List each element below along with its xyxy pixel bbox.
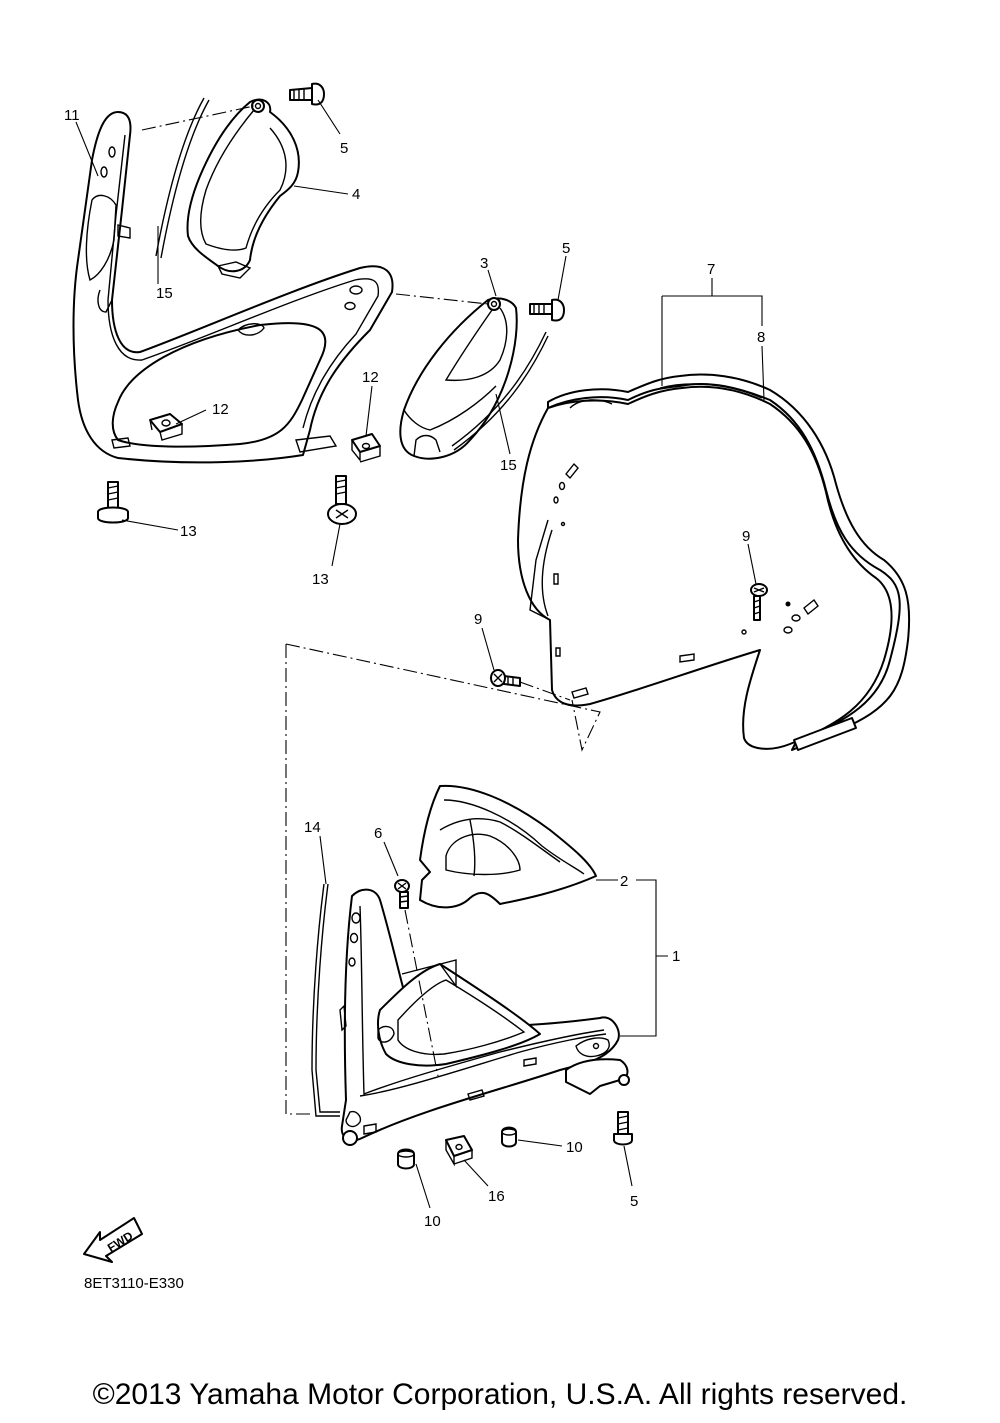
screw-part-5-top: [289, 82, 325, 106]
inner-panel-part-4: [186, 98, 300, 279]
assembly-line-upper-left: [141, 105, 255, 131]
diagram-code: 8ET3110-E330: [84, 1275, 184, 1292]
leader-lines: [75, 99, 765, 1209]
callout-13-left: 13: [180, 523, 197, 540]
duct-part-3: [399, 297, 518, 460]
seal-strip-part-14: [311, 883, 340, 1117]
clip-nut-part-16: [445, 1135, 473, 1167]
callout-10-left: 10: [424, 1213, 441, 1230]
assembly-line-screw-9: [519, 681, 571, 701]
callout-2: 2: [620, 873, 628, 890]
callout-8: 8: [757, 329, 765, 346]
assembly-line-windshield: [285, 643, 601, 752]
callout-5-bottom: 5: [630, 1193, 638, 1210]
callout-9-left: 9: [474, 611, 482, 628]
callout-11: 11: [64, 107, 80, 124]
callout-5-top: 5: [340, 140, 348, 157]
callout-12-left: 12: [212, 401, 229, 418]
screw-part-9-left: [490, 669, 521, 687]
windshield-part-8: [517, 373, 911, 751]
callout-3: 3: [480, 255, 488, 272]
assembly-line-left-vertical: [285, 644, 314, 1115]
callout-4: 4: [352, 186, 360, 203]
callout-15-left: 15: [156, 285, 173, 302]
callout-15-middle: 15: [500, 457, 517, 474]
callout-10-right: 10: [566, 1139, 583, 1156]
callout-13-middle: 13: [312, 571, 329, 588]
callout-14: 14: [304, 819, 321, 836]
grommet-part-10-left: [397, 1148, 415, 1170]
seal-strip-part-15-left: [155, 97, 210, 259]
clip-nut-part-12-left: [149, 413, 183, 441]
callout-1: 1: [672, 948, 680, 965]
front-cowl-assembly-part-1: [339, 784, 630, 1146]
seal-strip-part-15-middle: [451, 331, 549, 451]
grommet-part-10-right: [501, 1126, 517, 1148]
assembly-line-screw-6: [404, 909, 439, 1077]
bolt-part-13-middle: [327, 475, 357, 525]
bolt-part-13-left: [97, 481, 129, 524]
callout-5-middle: 5: [562, 240, 570, 257]
callout-16: 16: [488, 1188, 505, 1205]
callout-12-right: 12: [362, 369, 379, 386]
callout-6: 6: [374, 825, 382, 842]
forward-arrow-icon: FWD: [83, 1217, 143, 1263]
callout-9-right: 9: [742, 528, 750, 545]
assembly-line-upper-middle: [395, 293, 489, 305]
copyright-notice: ©2013 Yamaha Motor Corporation, U.S.A. A…: [92, 1378, 908, 1411]
callout-7: 7: [707, 261, 715, 278]
screw-part-9-right: [750, 583, 768, 621]
screw-part-6: [394, 879, 410, 909]
bolt-part-5-bottom: [613, 1111, 633, 1146]
clip-nut-part-12-right: [351, 433, 381, 463]
screw-part-5-middle: [529, 298, 565, 322]
